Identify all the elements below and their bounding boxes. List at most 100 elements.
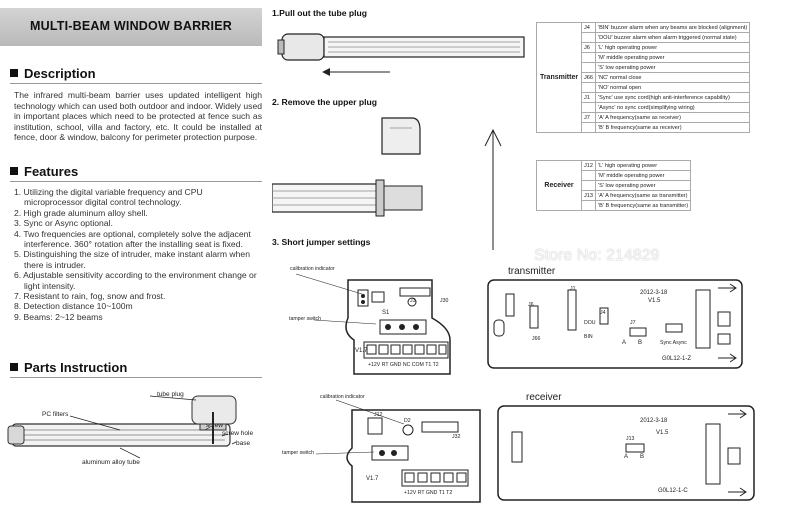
- j3-label: J3: [410, 298, 416, 304]
- table-cell: J7: [580, 112, 597, 123]
- upper-plug-diagram: [272, 117, 423, 217]
- rx-board-label: G0L12-1-C: [658, 488, 688, 494]
- table-cell: [580, 180, 597, 191]
- b-label: B: [638, 340, 643, 346]
- dou-label: DOU: [584, 320, 596, 326]
- list-item: 9. Beams: 2~12 beams: [14, 311, 103, 322]
- table-cell: [580, 82, 597, 93]
- screw-label: screw: [206, 422, 223, 429]
- table-cell: 'Sync' use sync cord(high anti-interfere…: [595, 92, 751, 103]
- features-list: 1. Utilizing the digital variable freque…: [14, 187, 262, 322]
- features-heading: Features: [10, 164, 78, 179]
- tx-date-label: 2012-3-18: [640, 290, 668, 296]
- table-cell: 'NC' normal close: [595, 72, 751, 83]
- divider: [10, 83, 262, 84]
- up-arrow-icon: [484, 128, 502, 250]
- table-cell: 'A' A frequency(same as transmitter): [595, 190, 692, 201]
- calibration-indicator-label: calibration indicator: [290, 266, 335, 272]
- list-item: 7. Resistant to rain, fog, snow and fros…: [14, 291, 166, 302]
- watermark: Store No: 214829: [534, 247, 660, 264]
- table-cell: [580, 52, 597, 63]
- table-cell: J12: [580, 160, 597, 171]
- table-cell: [580, 122, 597, 133]
- tube-plug-diagram: [277, 33, 525, 76]
- j6-label: J6: [528, 302, 534, 308]
- j30-label: J30: [440, 298, 449, 304]
- j1-label: J1: [570, 286, 576, 292]
- square-bullet-icon: [10, 69, 18, 77]
- table-cell: [580, 200, 597, 211]
- tx-board-label: G0L12-1-Z: [662, 356, 692, 362]
- transmitter-left-pcb: [295, 273, 451, 375]
- list-item: 4. Two frequencies are optional, complet…: [14, 228, 251, 250]
- table-cell: J4: [580, 22, 597, 33]
- transmitter-right-pcb: [487, 279, 743, 369]
- list-item: 5. Distinguishing the size of intruder, …: [14, 249, 250, 270]
- d2-label: D2: [404, 418, 411, 424]
- rx-b-label: B: [640, 454, 645, 460]
- table-cell: 'B' B frequency(same as receiver): [595, 122, 751, 133]
- divider: [10, 181, 262, 182]
- table-cell: [580, 170, 597, 181]
- j7-label: J7: [630, 320, 636, 326]
- table-cell: 'S' low operating power: [595, 62, 751, 73]
- table-cell: J1: [580, 92, 597, 103]
- receiver-config-table: Receiver J12 'L' high operating power 'M…: [536, 160, 692, 211]
- table-cell: 'L' high operating power: [595, 42, 751, 53]
- pc-filters-label: PC filters: [42, 411, 69, 418]
- table-cell: 'A' A frequency(same as receiver): [595, 112, 751, 123]
- screw-hole-label: screw hole: [222, 430, 254, 437]
- divider: [10, 377, 262, 378]
- square-bullet-icon: [10, 363, 18, 371]
- table-cell: 'NO' normal open: [595, 82, 751, 93]
- table-cell: J13: [580, 190, 597, 201]
- table-cell: 'BIN' buzzer alarm when any beams are bl…: [595, 22, 751, 33]
- step-2-title: 2. Remove the upper plug: [272, 97, 378, 107]
- tx-version-label: V1.5: [648, 298, 661, 304]
- parts-heading: Parts Instruction: [10, 360, 127, 375]
- list-item: 6. Adjustable sensitivity according to t…: [14, 270, 257, 291]
- rx-tamper-label: tamper switch: [282, 450, 314, 456]
- square-bullet-icon: [10, 167, 18, 175]
- table-cell: 'M' middle operating power: [595, 52, 751, 63]
- title-banner: MULTI-BEAM WINDOW BARRIER: [0, 8, 262, 46]
- j32-label: J32: [452, 434, 461, 440]
- receiver-title: receiver: [526, 392, 562, 403]
- s1-label: S1: [382, 310, 390, 316]
- parts-diagram: [7, 395, 237, 459]
- transmitter-config-table: Transmitter J4 'BIN' buzzer alarm when a…: [536, 22, 751, 133]
- table-cell: 'L' high operating power: [595, 160, 692, 171]
- rx-version2-label: V1.5: [656, 430, 669, 436]
- table-cell: J66: [580, 72, 597, 83]
- table-cell: J6: [580, 42, 597, 53]
- j4-label: J4: [600, 310, 606, 316]
- list-item: 8. Detection distance 10~100m: [14, 301, 133, 312]
- description-heading: Description: [10, 66, 96, 81]
- transmitter-label: Transmitter: [536, 22, 582, 133]
- description-text: The infrared multi-beam barrier uses upd…: [14, 90, 262, 143]
- j12-label: J12: [374, 412, 383, 418]
- sync-async-label: Sync Async: [660, 340, 687, 346]
- rx-version-label: V1.7: [366, 476, 379, 482]
- version-label: V1.7: [355, 348, 368, 354]
- a-label: A: [622, 340, 627, 346]
- base-label: base: [236, 440, 251, 447]
- step-3-title: 3. Short jumper settings: [272, 237, 371, 247]
- rx-calibration-label: calibration indicator: [320, 394, 365, 400]
- table-cell: 'S' low operating power: [595, 180, 692, 191]
- page-title: MULTI-BEAM WINDOW BARRIER: [30, 19, 232, 33]
- table-cell: [580, 102, 597, 113]
- table-cell: 'B' B frequency(same as transmitter): [595, 200, 692, 211]
- table-cell: [580, 62, 597, 73]
- rx-terminal-labels: +12V RT GND T1 T2: [404, 490, 453, 496]
- tamper-switch-label: tamper switch: [289, 316, 321, 322]
- terminal-labels: +12V RT GND NC COM T1 T2: [368, 362, 439, 368]
- receiver-left-pcb: [315, 399, 481, 503]
- list-item: 1. Utilizing the digital variable freque…: [14, 187, 203, 208]
- tube-plug-label: tube plug: [157, 391, 184, 398]
- rx-a-label: A: [624, 454, 629, 460]
- rx-date-label: 2012-3-18: [640, 418, 668, 424]
- table-cell: 'DOU' buzzer alarm when alarm triggered …: [595, 32, 751, 43]
- j66-label: J66: [532, 336, 541, 342]
- transmitter-title: transmitter: [508, 266, 556, 277]
